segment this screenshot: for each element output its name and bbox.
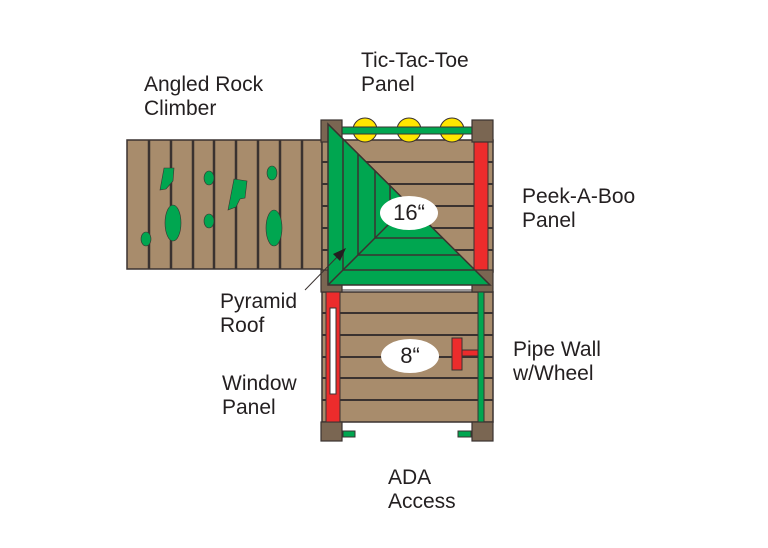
rock-climber <box>126 139 323 270</box>
upper-deck-height: 16“ <box>393 200 425 225</box>
ada-access-rails <box>342 430 472 438</box>
climbing-holds <box>140 165 283 247</box>
tic-tac-toe-panel <box>341 117 473 143</box>
upper-height-badge <box>380 196 438 230</box>
pipe-wall <box>451 291 485 423</box>
window-panel <box>325 291 341 423</box>
pyramid-roof-arrow <box>304 248 346 291</box>
peek-a-boo-panel <box>473 141 489 271</box>
lower-deck-height: 8“ <box>400 343 420 368</box>
lower-height-badge <box>381 339 439 373</box>
